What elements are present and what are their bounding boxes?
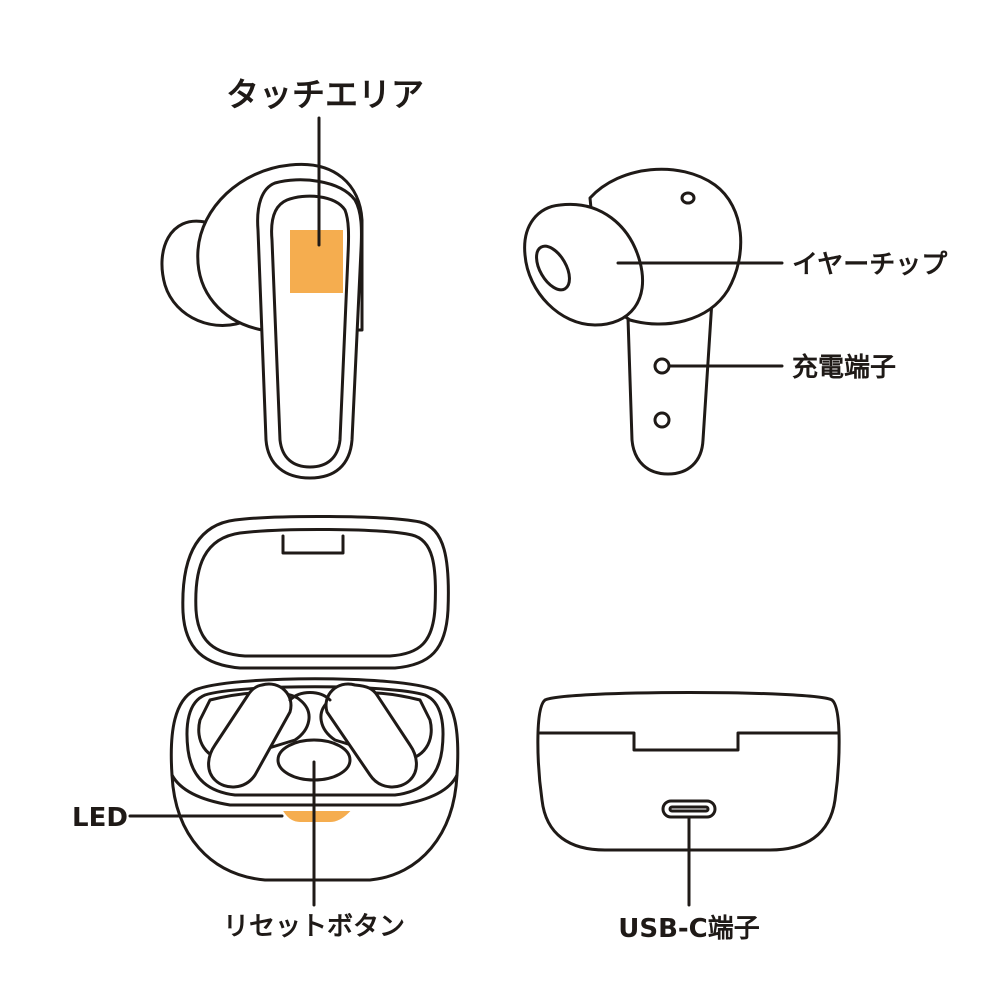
earbud-back (523, 167, 784, 476)
led-label: LED (72, 803, 128, 833)
reset-button-label: リセットボタン (223, 912, 405, 942)
touch-area-label: タッチエリア (226, 75, 424, 114)
touch-area-highlight (290, 230, 343, 293)
charging-case-open (128, 514, 460, 907)
charging-case-closed (536, 691, 841, 907)
usb-c-label: USB-C端子 (618, 914, 760, 944)
charging-contact-bottom (653, 411, 671, 429)
led-indicator (283, 811, 351, 822)
charging-terminal-label: 充電端子 (792, 352, 896, 383)
earbud-front (160, 116, 364, 480)
ear-tip-label: イヤーチップ (792, 250, 948, 280)
